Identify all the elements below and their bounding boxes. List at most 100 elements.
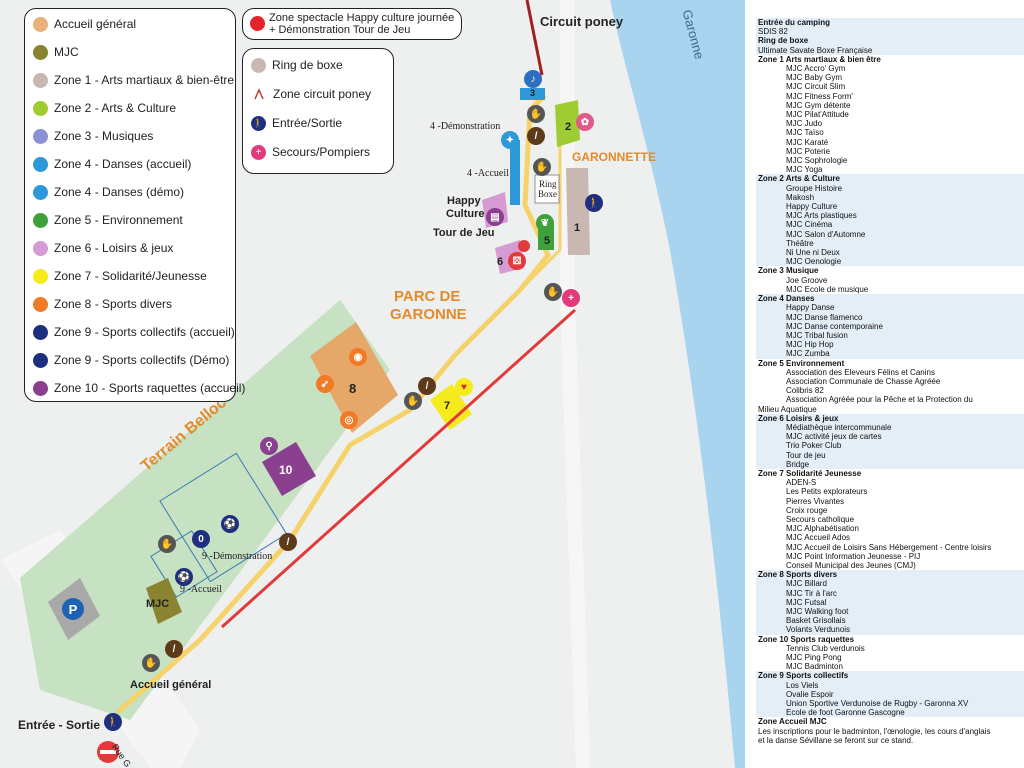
hand-sanitizer-icon: ✋ bbox=[527, 105, 545, 123]
dancer-icon: ✦ bbox=[501, 131, 519, 149]
hand-sanitizer-icon: ✋ bbox=[533, 158, 551, 176]
spectacle-legend: Zone spectacle Happy culture journée + D… bbox=[242, 8, 462, 40]
list-item: MJC Baby Gym bbox=[786, 73, 843, 83]
zone-color-swatch bbox=[33, 296, 48, 312]
zone-3-label: 3 bbox=[530, 88, 536, 98]
zone-color-swatch bbox=[33, 100, 48, 116]
entree-sortie-label: Entrée - Sortie bbox=[18, 718, 101, 732]
legend-entree-label: Entrée/Sortie bbox=[272, 116, 343, 130]
list-item: MJC Walking foot bbox=[756, 607, 1024, 617]
pony-track-icon bbox=[251, 86, 267, 102]
happy-label: Happy bbox=[447, 195, 481, 207]
zone-color-swatch bbox=[33, 268, 48, 284]
list-heading: Zone 1 Arts martiaux & bien être bbox=[758, 54, 881, 64]
book-icon: ▤ bbox=[486, 208, 504, 226]
list-item: MJC Circuit Slim bbox=[786, 82, 846, 92]
legend-zone-row: Zone 6 - Loisirs & jeux bbox=[33, 238, 173, 258]
legend-zone-row: Zone 3 - Musiques bbox=[33, 126, 153, 146]
beverage-icon: / bbox=[165, 640, 183, 658]
target-icon: ◎ bbox=[340, 411, 358, 429]
zone-color-swatch bbox=[33, 240, 48, 256]
list-item: MJC Arts plastiques bbox=[756, 211, 1024, 221]
list-item: Volants Verdunois bbox=[756, 625, 1024, 635]
festival-map: ◉ ➹ ◎ ⚲ 0 ⚽ ⚽ ✋ / / ✋ 🚶 ✋ / ♥ ✋ + 🚶 ♪ ✋ … bbox=[0, 0, 745, 768]
list-item: Croix rouge bbox=[786, 505, 828, 515]
list-item: Makosh bbox=[756, 192, 1024, 203]
palette-icon: ✿ bbox=[576, 113, 594, 131]
list-item: Basket Grisollais bbox=[756, 616, 1024, 626]
list-item: ADEN-S bbox=[786, 478, 817, 488]
legend-zone-label: Zone 5 - Environnement bbox=[54, 213, 183, 227]
list-item: MJC Poterie bbox=[786, 146, 831, 156]
list-item: MJC Cinéma bbox=[756, 220, 1024, 230]
zone-color-swatch bbox=[33, 324, 48, 340]
legend-zone-label: Accueil général bbox=[54, 17, 137, 31]
zone-7-label: 7 bbox=[444, 400, 451, 412]
legend-zone-label: MJC bbox=[54, 45, 79, 59]
legend-zone-row: Zone 9 - Sports collectifs (Démo) bbox=[33, 350, 229, 370]
parking-icon: P bbox=[62, 598, 84, 620]
list-item: Ring de boxe bbox=[756, 36, 1024, 46]
spectacle-line-2: + Démonstration Tour de Jeu bbox=[269, 24, 411, 36]
list-heading: Zone 5 Environnement bbox=[758, 358, 845, 368]
list-item: MJC Point Information Jeunesse - PIJ bbox=[786, 551, 921, 561]
list-item: Groupe Histoire bbox=[756, 183, 1024, 193]
list-item: Secours catholique bbox=[786, 514, 855, 524]
parking-label: P bbox=[68, 601, 78, 617]
list-item: Les Petits explorateurs bbox=[786, 487, 868, 497]
gray-circle-icon bbox=[251, 57, 266, 73]
list-item: Association Communale de Chasse Agréée bbox=[786, 376, 941, 386]
list-item: MJC Accro' Gym bbox=[786, 64, 846, 74]
zone-8-label: 8 bbox=[349, 381, 357, 396]
list-item: MJC Fitness Form' bbox=[786, 91, 853, 101]
legend-secours: +Secours/Pompiers bbox=[251, 142, 370, 162]
football-player-icon: ⚽ bbox=[221, 515, 239, 533]
list-item: MJC Alphabétisation bbox=[786, 524, 859, 534]
zone-10-label: 10 bbox=[279, 463, 293, 477]
list-item: Association des Eleveurs Félins et Canin… bbox=[786, 367, 935, 377]
list-item: Ovalie Espoir bbox=[756, 689, 1024, 700]
rugby-ball-icon: 0 bbox=[192, 530, 210, 548]
list-heading: Zone 2 Arts & Culture bbox=[756, 174, 1024, 184]
spectacle-dot bbox=[250, 16, 265, 31]
hand-sanitizer-icon: ✋ bbox=[142, 654, 160, 672]
legend-zone-label: Zone 10 - Sports raquettes (accueil) bbox=[54, 381, 246, 395]
ring-label-2: Boxe bbox=[538, 189, 557, 199]
zone-color-swatch bbox=[33, 212, 48, 228]
legend-zone-label: Zone 1 - Arts martiaux & bien-être bbox=[54, 73, 235, 87]
zone-color-swatch bbox=[33, 128, 48, 144]
first-aid-icon: + bbox=[562, 289, 580, 307]
legend-zone-label: Zone 8 - Sports divers bbox=[54, 297, 173, 311]
zone-9-accueil-icon: ⚽ bbox=[175, 568, 193, 586]
list-item: MJC Gym détente bbox=[786, 100, 851, 110]
zone-color-swatch bbox=[33, 184, 48, 200]
list-item: MJC Accueil Ados bbox=[786, 533, 851, 543]
legend-zone-row: Zone 4 - Danses (accueil) bbox=[33, 154, 191, 174]
list-item: MJC Accueil de Loisirs Sans Hébergement … bbox=[786, 542, 992, 552]
list-item: Happy Culture bbox=[756, 202, 1024, 212]
zone-color-swatch bbox=[33, 16, 48, 32]
map-base bbox=[20, 0, 745, 768]
legend-zone-row: Zone 10 - Sports raquettes (accueil) bbox=[33, 378, 245, 398]
zone-8-area bbox=[310, 322, 398, 433]
list-item: Los Viels bbox=[756, 680, 1024, 690]
legend-poney: Zone circuit poney bbox=[251, 84, 371, 104]
list-item: Tennis Club verdunois bbox=[786, 643, 865, 653]
list-item: MJC Sophrologie bbox=[786, 156, 848, 166]
garonne-river bbox=[610, 0, 745, 768]
list-item: Entrée du camping bbox=[756, 18, 1024, 28]
first-aid-icon: + bbox=[251, 144, 266, 160]
list-item: Conseil Municipal des Jeunes (CMJ) bbox=[786, 560, 916, 570]
legend-zone-row: MJC bbox=[33, 42, 79, 62]
heart-icon: ♥ bbox=[455, 378, 473, 396]
list-item: MJC Zumba bbox=[756, 349, 1024, 359]
legend-zone-row: Zone 2 - Arts & Culture bbox=[33, 98, 176, 118]
accueil-general-map-label: Accueil général bbox=[130, 679, 212, 691]
legend-zone-row: Zone 4 - Danses (démo) bbox=[33, 182, 184, 202]
legend-zone-label: Zone 9 - Sports collectifs (accueil) bbox=[54, 325, 235, 339]
list-item: et la danse Sévillane se feront sur ce s… bbox=[758, 735, 914, 745]
walking-person-icon: 🚶 bbox=[251, 115, 266, 131]
zone-2-label: 2 bbox=[565, 121, 572, 133]
list-item: MJC Judo bbox=[786, 119, 823, 129]
